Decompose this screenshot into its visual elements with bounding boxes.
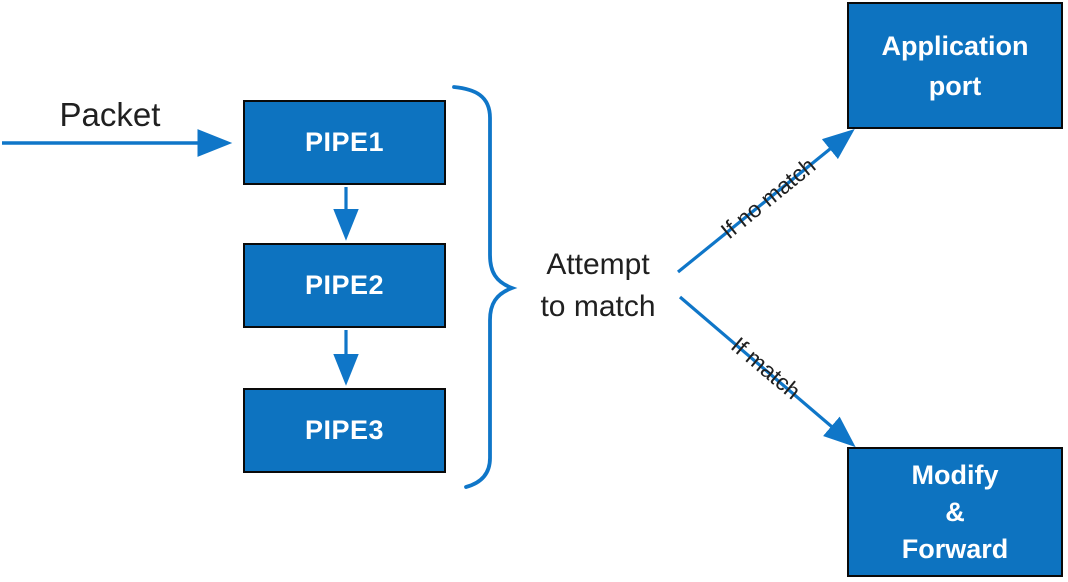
pipe1-label: PIPE1 — [304, 127, 385, 157]
no-match-arrow — [676, 128, 855, 274]
application-port-line1: Application — [881, 30, 1029, 61]
modify-forward-line3: Forward — [901, 533, 1009, 564]
grouping-brace — [452, 85, 518, 489]
pipe2-label: PIPE2 — [304, 270, 385, 300]
attempt-line1: Attempt — [546, 248, 650, 281]
modify-forward-line2: & — [945, 496, 965, 527]
application-port-line2: port — [928, 70, 982, 101]
application-port-box: Application port — [847, 2, 1063, 129]
modify-forward-box: Modify & Forward — [847, 447, 1063, 577]
pipe3-label: PIPE3 — [304, 415, 385, 445]
packet-label-text: Packet — [59, 96, 161, 133]
attempt-line2: to match — [540, 290, 656, 323]
match-arrow — [678, 295, 856, 448]
pipe1-box: PIPE1 — [243, 100, 446, 185]
attempt-to-match-label: Attempt to match — [518, 244, 678, 328]
pipe2-box: PIPE2 — [243, 243, 446, 328]
pipe3-box: PIPE3 — [243, 388, 446, 473]
packet-label: Packet — [30, 97, 190, 133]
modify-forward-line1: Modify — [911, 459, 999, 490]
